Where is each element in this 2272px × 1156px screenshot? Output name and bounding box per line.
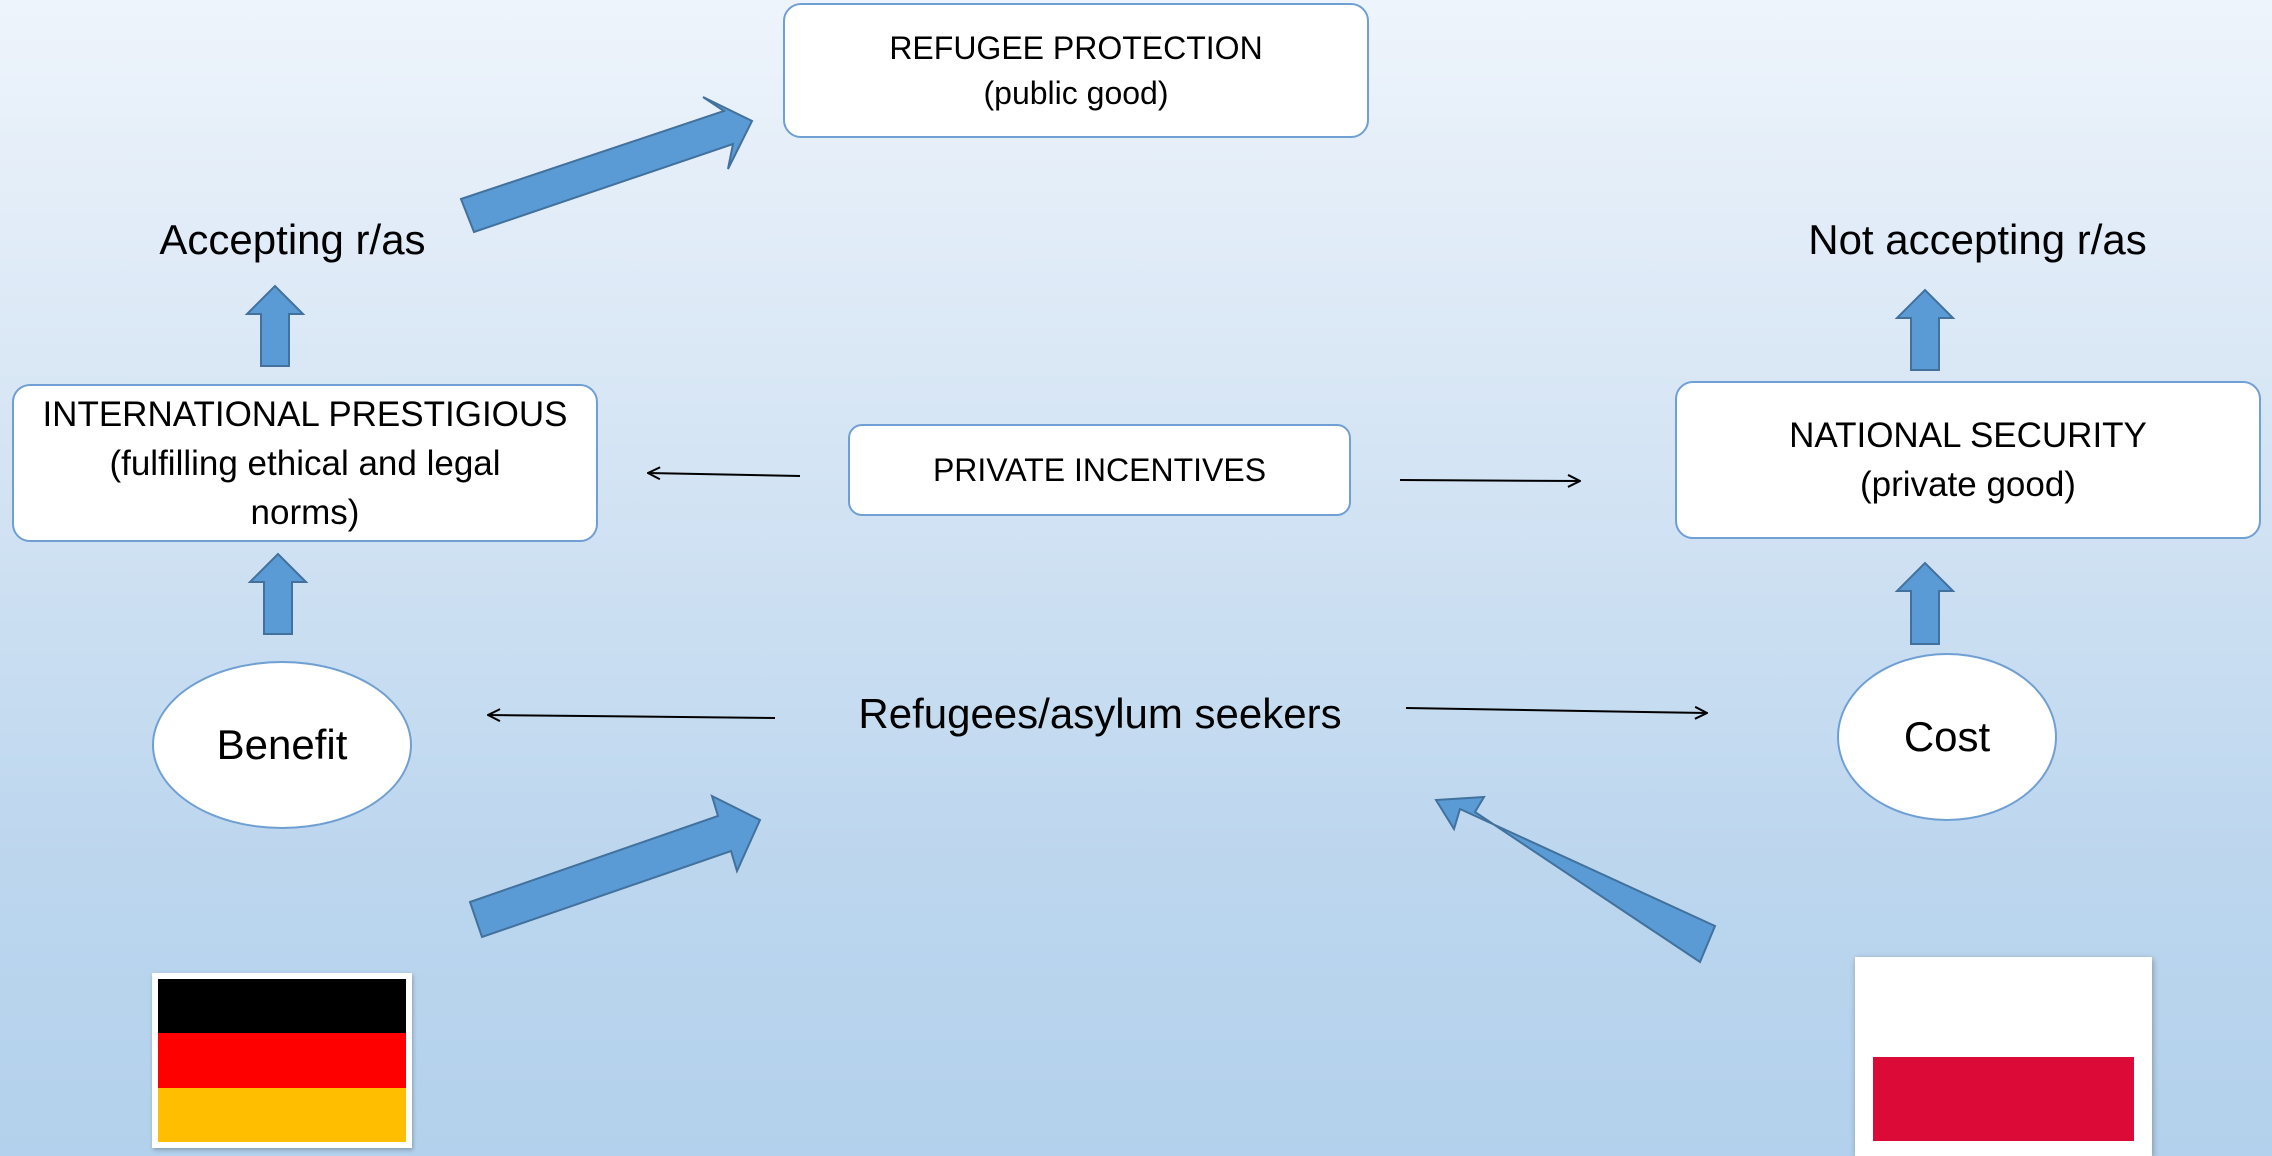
refugee-protection-title: REFUGEE PROTECTION <box>889 29 1263 66</box>
refugees-label: Refugees/asylum seekers <box>858 690 1342 737</box>
national-security-title: NATIONAL SECURITY <box>1789 416 2147 455</box>
prestigious-subtitle-cont: norms) <box>250 492 360 532</box>
germany-flag <box>152 973 412 1148</box>
block-arrow-prestigious-to-accepting <box>244 284 306 367</box>
cost-ellipse: Cost <box>1837 653 2057 821</box>
national-security-box: NATIONAL SECURITY (private good) <box>1675 381 2261 539</box>
germany-flag-black-stripe <box>158 979 406 1034</box>
international-prestigious-box: INTERNATIONAL PRESTIGIOUS (fulfilling et… <box>12 384 598 542</box>
accepting-label: Accepting r/as <box>159 216 426 263</box>
refugee-protection-box: REFUGEE PROTECTION (public good) <box>783 3 1369 138</box>
arrow-refugees-to-benefit <box>488 715 776 718</box>
arrow-private-to-prestigious <box>648 473 801 476</box>
germany-flag-gold-stripe <box>158 1087 406 1142</box>
not-accepting-label: Not accepting r/as <box>1808 216 2147 263</box>
block-arrow-benefit-to-prestigious <box>247 552 309 635</box>
poland-flag <box>1855 957 2152 1156</box>
block-arrow-germany-to-refugees <box>468 794 762 939</box>
arrow-refugees-to-cost <box>1405 708 1707 713</box>
block-arrow-accepting-to-protection <box>459 96 754 234</box>
arrow-private-to-security <box>1399 480 1580 481</box>
private-incentives-label: PRIVATE INCENTIVES <box>932 451 1267 488</box>
benefit-label: Benefit <box>216 720 348 768</box>
refugee-protection-subtitle: (public good) <box>983 74 1169 111</box>
block-arrow-poland-to-refugees <box>1434 795 1717 964</box>
national-security-subtitle: (private good) <box>1860 465 2076 504</box>
private-incentives-box: PRIVATE INCENTIVES <box>848 424 1351 516</box>
block-arrow-cost-to-security <box>1894 561 1956 645</box>
benefit-ellipse: Benefit <box>152 661 412 829</box>
germany-flag-red-stripe <box>158 1033 406 1088</box>
prestigious-subtitle: (fulfilling ethical and legal <box>109 443 501 483</box>
poland-flag-red-band <box>1873 1057 2134 1141</box>
cost-label: Cost <box>1903 712 1991 760</box>
block-arrow-security-to-not-accepting <box>1894 288 1956 371</box>
prestigious-title: INTERNATIONAL PRESTIGIOUS <box>42 394 568 434</box>
